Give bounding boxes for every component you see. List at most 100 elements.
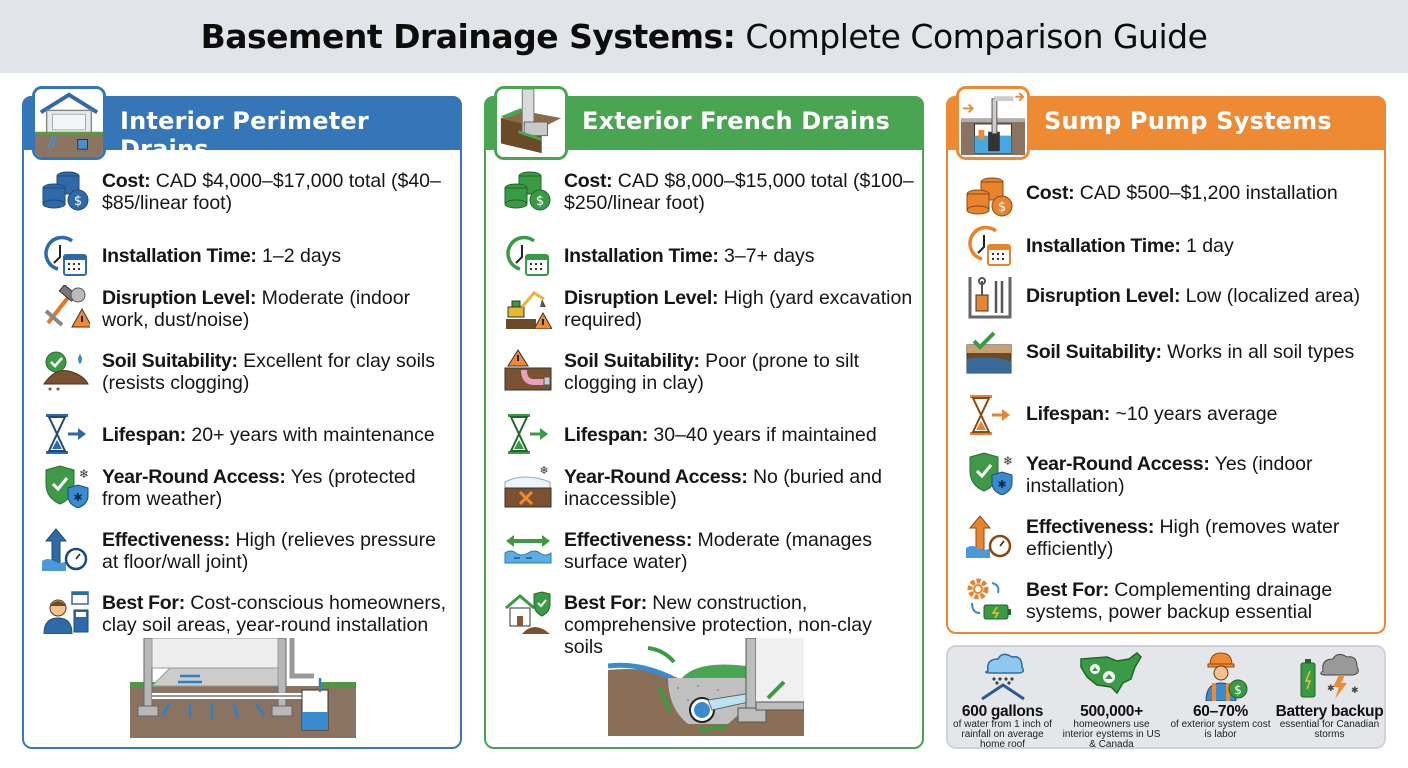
svg-text:✱: ✱ — [1351, 685, 1359, 695]
double-arrow-water-icon — [504, 527, 552, 571]
worker-dollar-icon: $ — [1166, 647, 1275, 701]
row-value: High (yard excavation required) — [564, 287, 913, 331]
row-label: Best For: — [102, 592, 185, 614]
interior-drain-cross-section-illustration — [130, 638, 356, 738]
svg-text:❄: ❄ — [79, 467, 89, 481]
row-effectiveness: Effectiveness: High (relieves pressure a… — [42, 527, 452, 590]
row-cost: $ Cost: CAD $4,000–$17,000 total ($40–$8… — [42, 168, 452, 233]
row-value: CAD $500–$1,200 installation — [1074, 182, 1338, 204]
row-lifespan: Lifespan: 30–40 years if maintained — [504, 412, 914, 456]
card-rows: $ Cost: CAD $8,000–$15,000 total ($100–$… — [504, 168, 914, 658]
row-label: Installation Time: — [564, 245, 719, 267]
row-label: Lifespan: — [564, 424, 648, 446]
row-value: Complementing drainage systems, power ba… — [1026, 579, 1333, 623]
row-label: Best For: — [1026, 579, 1109, 601]
hourglass-arrow-icon — [504, 412, 552, 456]
row-disruption-level: Disruption Level: Moderate (indoor work,… — [42, 285, 452, 348]
hammer-wrench-warning-icon — [42, 285, 90, 329]
stat-homeowners: 500,000+ homeowners use interior eystems… — [1057, 647, 1166, 750]
svg-text:❄: ❄ — [539, 465, 548, 477]
stat-value: Battery backup — [1275, 703, 1384, 720]
row-label: Cost: — [564, 170, 613, 192]
svg-text:$: $ — [536, 194, 544, 209]
row-value: Moderate (manages surface water) — [564, 529, 872, 573]
row-disruption-level: Disruption Level: High (yard excavation … — [504, 285, 914, 348]
row-best-for: Best For: New construction, comprehensiv… — [504, 590, 914, 658]
card-rows: $ Cost: CAD $4,000–$17,000 total ($40–$8… — [42, 168, 452, 650]
row-soil-suitability: Soil Suitability: Works in all soil type… — [966, 331, 1376, 391]
clock-calendar-icon — [42, 233, 90, 277]
row-value: Yes (protected from weather) — [102, 466, 416, 510]
row-value: 20+ years with maintenance — [185, 424, 435, 446]
row-value: Moderate (indoor work, dust/noise) — [102, 287, 411, 331]
excavator-warning-icon — [504, 285, 552, 329]
stat-battery-backup: ✱✱ Battery backup essential for Canadian… — [1275, 647, 1384, 747]
card-rows: $ Cost: CAD $500–$1,200 installation Ins… — [966, 168, 1376, 637]
stat-description: homeowners use interior eystems in US & … — [1062, 719, 1161, 750]
stat-rainfall: 600 gallons of water from 1 inch of rain… — [948, 647, 1057, 750]
warning-clogged-pipe-icon — [504, 348, 552, 392]
svg-text:$: $ — [1234, 683, 1242, 697]
clock-calendar-icon — [504, 233, 552, 277]
row-value: Cost-conscious homeowners, clay soil are… — [102, 592, 447, 636]
row-label: Disruption Level: — [564, 287, 719, 309]
sump-pump-pit-icon — [956, 86, 1030, 160]
clock-calendar-icon — [966, 223, 1014, 267]
interior-drain-house-icon — [32, 86, 106, 160]
row-disruption-level: Disruption Level: Low (localized area) — [966, 275, 1376, 331]
stat-value: 500,000+ — [1080, 703, 1143, 720]
row-label: Cost: — [1026, 182, 1075, 204]
row-cost: $ Cost: CAD $8,000–$15,000 total ($100–$… — [504, 168, 914, 233]
row-soil-suitability: Soil Suitability: Poor (prone to silt cl… — [504, 348, 914, 412]
us-map-houses-icon — [1057, 647, 1166, 701]
row-label: Effectiveness: — [102, 529, 231, 551]
row-lifespan: Lifespan: ~10 years average — [966, 391, 1376, 451]
stats-panel: 600 gallons of water from 1 inch of rain… — [946, 645, 1386, 750]
row-effectiveness: Effectiveness: High (removes water effic… — [966, 514, 1376, 577]
row-label: Lifespan: — [1026, 403, 1110, 425]
stat-value: 600 gallons — [961, 703, 1044, 720]
row-effectiveness: Effectiveness: Moderate (manages surface… — [504, 527, 914, 590]
shield-snowflake-icon: ✱❄ — [966, 451, 1014, 495]
stat-description: essential for Canadian storms — [1279, 719, 1380, 740]
row-label: Cost: — [102, 170, 151, 192]
card-sump-pump-systems: Sump Pump Systems $ Cost: CAD $500–$1,20… — [946, 86, 1386, 637]
stat-description: of water from 1 inch of rainfall on aver… — [953, 719, 1052, 750]
coins-dollar-icon: $ — [504, 168, 552, 212]
french-drain-cross-section-illustration — [608, 638, 804, 736]
soil-layers-check-icon — [966, 331, 1014, 375]
row-label: Soil Suitability: — [102, 350, 238, 372]
homeowner-calculator-icon — [42, 590, 90, 634]
soil-check-drop-icon — [42, 348, 90, 392]
row-value: 3–7+ days — [718, 245, 815, 267]
page-title-bold: Basement Drainage Systems: — [200, 17, 736, 56]
row-installation-time: Installation Time: 3–7+ days — [504, 233, 914, 277]
row-label: Soil Suitability: — [1026, 341, 1162, 363]
snow-ground-x-icon: ❄ — [504, 464, 552, 508]
title-bar: Basement Drainage Systems: Complete Comp… — [0, 0, 1408, 73]
svg-text:$: $ — [998, 200, 1006, 215]
row-value: No (buried and inaccessible) — [564, 466, 882, 510]
hourglass-arrow-icon — [966, 393, 1014, 437]
stat-description: of exterior system cost is labor — [1170, 719, 1271, 740]
row-value: ~10 years average — [1109, 403, 1278, 425]
svg-text:$: $ — [74, 194, 82, 209]
coins-dollar-icon: $ — [42, 168, 90, 212]
coins-dollar-icon: $ — [966, 174, 1014, 218]
row-best-for: Best For: Cost-conscious homeowners, cla… — [42, 590, 452, 650]
row-label: Best For: — [564, 592, 647, 614]
row-value: High (relieves pressure at floor/wall jo… — [102, 529, 436, 573]
card-title: Sump Pump Systems — [1044, 107, 1332, 135]
row-value: Poor (prone to silt clogging in clay) — [564, 350, 860, 394]
row-year-round-access: ✱❄ Year-Round Access: Yes (indoor instal… — [966, 451, 1376, 514]
row-label: Soil Suitability: — [564, 350, 700, 372]
row-value: High (removes water efficiently) — [1026, 516, 1340, 560]
row-lifespan: Lifespan: 20+ years with maintenance — [42, 412, 452, 456]
row-best-for: Best For: Complementing drainage systems… — [966, 577, 1376, 637]
stat-labor-cost: $ 60–70% of exterior system cost is labo… — [1166, 647, 1275, 747]
tools-in-pit-icon — [966, 275, 1014, 319]
row-value: CAD $4,000–$17,000 total ($40–$85/linear… — [102, 170, 441, 214]
card-title: Interior Perimeter Drains — [120, 107, 369, 163]
page-title-regular: Complete Comparison Guide — [735, 17, 1208, 56]
shield-snowflake-icon: ✱❄ — [42, 464, 90, 508]
